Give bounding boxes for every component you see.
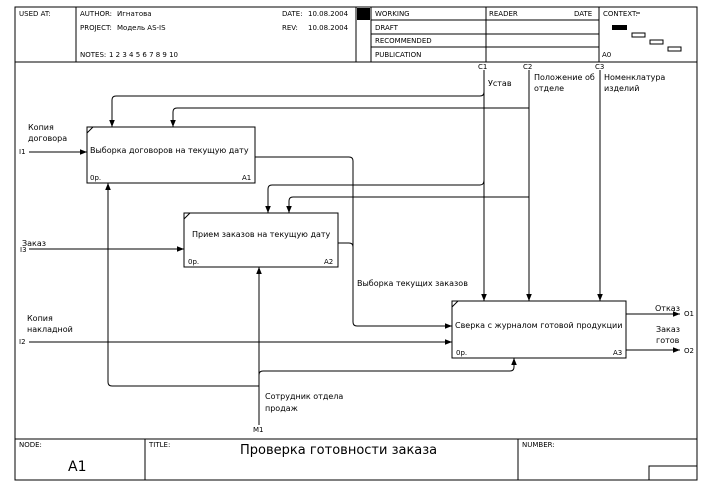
footer bbox=[15, 438, 698, 481]
tunnel-o1: O1 bbox=[684, 310, 694, 318]
arrow-mechanism-staff-a1 bbox=[105, 183, 259, 387]
tunnel-o2: O2 bbox=[684, 347, 694, 355]
tunnel-c1: C1 bbox=[478, 63, 487, 71]
context-thumbnail bbox=[612, 12, 682, 52]
node-value: A1 bbox=[68, 459, 86, 475]
box-a2-cost: 0р. bbox=[188, 258, 199, 266]
notes-label: NOTES: bbox=[80, 51, 106, 59]
arrow-control-charter-a2 bbox=[265, 179, 485, 213]
status-recommended: RECOMMENDED bbox=[375, 37, 432, 45]
working-marker bbox=[357, 8, 370, 20]
arrow-control-regulation-a1 bbox=[170, 107, 529, 127]
box-a3-cost: 0р. bbox=[456, 349, 467, 357]
tunnel-c3: C3 bbox=[595, 63, 604, 71]
arrow-a1-output bbox=[255, 156, 452, 329]
date-value: 10.08.2004 bbox=[308, 10, 349, 18]
box-a1-id: A1 bbox=[242, 174, 251, 182]
tunnel-i3: I3 bbox=[20, 246, 27, 254]
box-a1-cost: 0р. bbox=[90, 174, 101, 182]
box-a3: Сверка с журналом готовой продукции 0р. … bbox=[451, 300, 627, 359]
context-label: CONTEXT: bbox=[603, 10, 638, 18]
label-refusal: Отказ bbox=[655, 304, 680, 313]
arrow-mechanism-staff-a3 bbox=[258, 358, 517, 376]
label-order: Заказ bbox=[22, 239, 46, 248]
arrow-control-regulation-a2 bbox=[286, 196, 529, 213]
node-label: NODE: bbox=[19, 441, 42, 449]
project-label: PROJECT: bbox=[80, 24, 112, 32]
tunnel-i2: I2 bbox=[19, 338, 26, 346]
label-charter: Устав bbox=[488, 79, 512, 88]
label-current-orders: Выборка текущих заказов bbox=[357, 279, 468, 288]
number-label: NUMBER: bbox=[522, 441, 555, 449]
reader-date-label: DATE bbox=[574, 10, 592, 18]
title-label: TITLE: bbox=[148, 441, 170, 449]
rev-label: REV: bbox=[282, 24, 298, 32]
arrow-control-charter-a1 bbox=[109, 84, 485, 127]
author-label: AUTHOR: bbox=[80, 10, 112, 18]
arrow-a2-output-join bbox=[338, 242, 354, 248]
box-a3-id: A3 bbox=[613, 349, 622, 357]
rev-value: 10.08.2004 bbox=[308, 24, 349, 32]
status-working: WORKING bbox=[375, 10, 410, 18]
reader-label: READER bbox=[489, 10, 518, 18]
status-draft: DRAFT bbox=[375, 24, 399, 32]
notes-value: 1 2 3 4 5 6 7 8 9 10 bbox=[109, 51, 178, 59]
author-value: Игнатова bbox=[117, 10, 152, 18]
status-publication: PUBLICATION bbox=[375, 51, 421, 59]
tunnel-m1: M1 bbox=[253, 426, 264, 434]
box-a3-label: Сверка с журналом готовой продукции bbox=[455, 321, 622, 330]
header bbox=[15, 7, 697, 63]
box-a2: Прием заказов на текущую дату 0р. A2 bbox=[183, 212, 339, 268]
box-a1-label: Выборка договоров на текущую дату bbox=[90, 146, 249, 155]
box-a1: Выборка договоров на текущую дату 0р. A1 bbox=[86, 126, 256, 184]
diagram-title: Проверка готовности заказа bbox=[240, 443, 437, 458]
context-node: A0 bbox=[602, 51, 611, 59]
date-label: DATE: bbox=[282, 10, 303, 18]
used-at-label: USED AT: bbox=[19, 10, 51, 18]
box-a2-label: Прием заказов на текущую дату bbox=[192, 230, 331, 239]
project-value: Модель AS-IS bbox=[117, 24, 166, 32]
tunnel-i1: I1 bbox=[19, 148, 26, 156]
box-a2-id: A2 bbox=[324, 258, 333, 266]
tunnel-c2: C2 bbox=[523, 63, 532, 71]
